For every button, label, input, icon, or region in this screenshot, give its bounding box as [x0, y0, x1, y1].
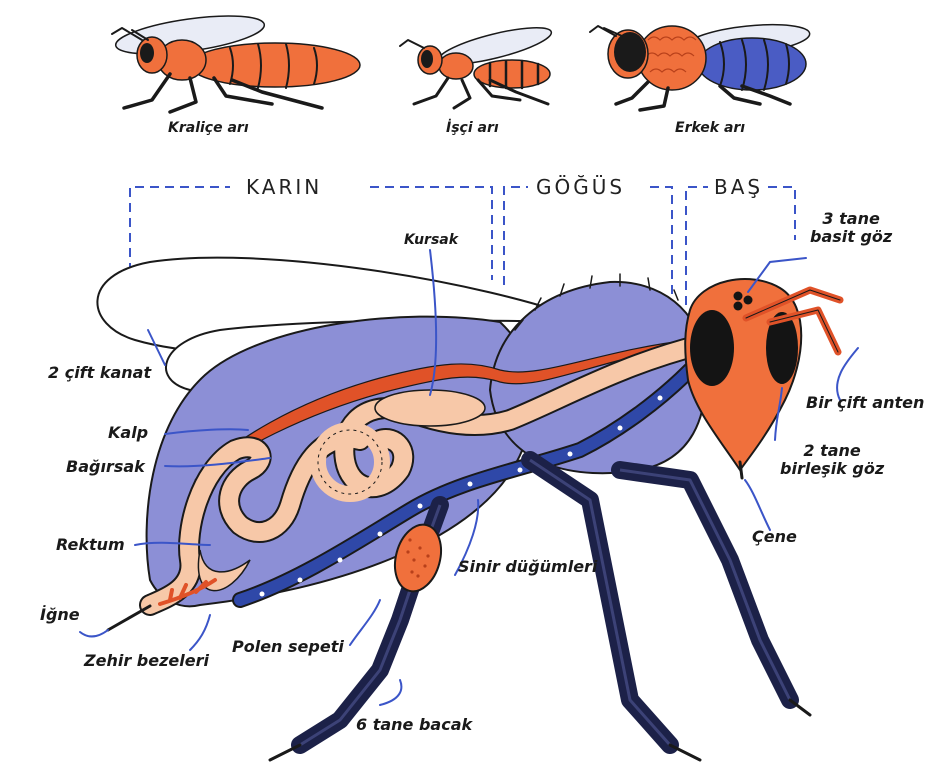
worker-bee-illustration [400, 20, 554, 108]
label-heart: Kalp [108, 424, 148, 442]
worker-caption: İşçi arı [446, 120, 499, 136]
label-legs: 6 tane bacak [356, 716, 472, 734]
label-rectum: Rektum [56, 536, 125, 554]
label-simple-eyes: 3 tane basit göz [810, 210, 892, 247]
label-wings: 2 çift kanat [48, 364, 151, 382]
label-stinger: İğne [40, 606, 80, 624]
drone-caption: Erkek arı [675, 120, 745, 136]
section-abdomen: KARIN [246, 176, 322, 199]
label-simple-eyes-line2: basit göz [810, 228, 892, 246]
section-thorax: GÖĞÜS [536, 176, 625, 199]
label-compound-eyes-line1: 2 tane [780, 442, 884, 460]
label-antennae: Bir çift anten [806, 394, 924, 412]
label-simple-eyes-line1: 3 tane [810, 210, 892, 228]
label-crop: Kursak [404, 232, 458, 248]
label-intestine: Bağırsak [66, 458, 145, 476]
section-head: BAŞ [714, 176, 763, 199]
label-compound-eyes-line2: birleşik göz [780, 460, 884, 478]
queen-bee-illustration [112, 9, 360, 112]
compound-eye-icon [690, 310, 734, 386]
queen-caption: Kraliçe arı [168, 120, 249, 136]
label-compound-eyes: 2 tane birleşik göz [780, 442, 884, 479]
label-venom-glands: Zehir bezeleri [84, 652, 209, 670]
drone-bee-illustration [590, 20, 811, 110]
label-pollen-basket: Polen sepeti [232, 638, 344, 656]
label-ganglia: Sinir düğümleri [458, 558, 597, 576]
label-mandible: Çene [752, 528, 797, 546]
